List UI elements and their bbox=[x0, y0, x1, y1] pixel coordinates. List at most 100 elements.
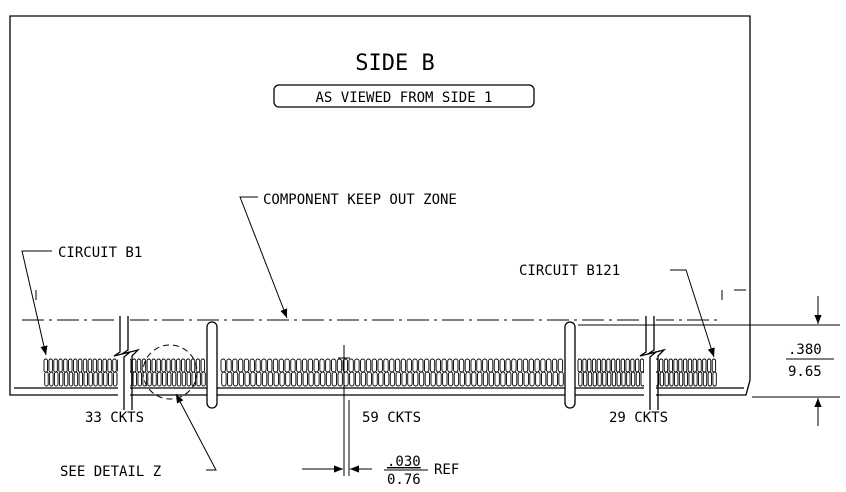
contact-pad-row1-11 bbox=[92, 358, 98, 373]
contact-pad-row1-50 bbox=[313, 358, 319, 373]
contact-pad-row1-94 bbox=[582, 358, 587, 373]
contact-pad-row1-88 bbox=[534, 358, 540, 373]
contact-pad-row2-36 bbox=[232, 371, 239, 387]
contact-pad-row1-86 bbox=[522, 358, 529, 373]
center-line bbox=[338, 345, 350, 476]
key-slot-left bbox=[206, 321, 218, 409]
circuit-b1-label: CIRCUIT B1 bbox=[58, 245, 142, 261]
circuit-b121-leader bbox=[670, 269, 715, 358]
contact-pad-row2-2 bbox=[49, 371, 54, 387]
contact-pad-row2-34 bbox=[221, 371, 227, 387]
contact-pad-row2-5 bbox=[63, 371, 69, 387]
contact-pad-row1-96 bbox=[591, 358, 597, 373]
contact-pad-row1-20 bbox=[136, 358, 142, 373]
contact-pad-row1-41 bbox=[261, 358, 267, 373]
contact-pad-row1-35 bbox=[226, 358, 232, 373]
contact-pad-row1-23 bbox=[151, 358, 156, 373]
contact-pad-row1-74 bbox=[453, 358, 459, 373]
contact-pad-row2-11 bbox=[93, 371, 98, 387]
contact-pad-row2-44 bbox=[279, 371, 285, 387]
contact-pad-row1-93 bbox=[577, 358, 582, 373]
contact-pad-row2-90 bbox=[546, 371, 553, 387]
contact-pad-row1-44 bbox=[278, 358, 285, 373]
contact-pad-row1-84 bbox=[511, 358, 517, 373]
contact-pad-row2-100 bbox=[611, 371, 617, 387]
contact-pad-row2-118 bbox=[698, 371, 703, 387]
contact-pad-row1-10 bbox=[87, 358, 93, 373]
contact-pad-row2-82 bbox=[500, 371, 506, 387]
contact-pad-row2-3 bbox=[54, 371, 59, 387]
contact-pad-row2-71 bbox=[436, 371, 442, 387]
contact-pad-row2-72 bbox=[442, 371, 448, 387]
contact-pad-row2-66 bbox=[407, 371, 413, 387]
contact-pad-row1-2 bbox=[48, 358, 53, 373]
contact-pad-row1-7 bbox=[72, 358, 78, 373]
contact-pad-row2-84 bbox=[511, 371, 518, 387]
contact-pad-row2-76 bbox=[465, 371, 471, 387]
contact-pad-row2-67 bbox=[413, 371, 419, 387]
contact-pad-row2-57 bbox=[354, 371, 361, 387]
contact-pad-row1-63 bbox=[389, 358, 395, 373]
contact-pad-row2-46 bbox=[291, 371, 297, 387]
contact-pad-row2-40 bbox=[256, 371, 262, 387]
contact-pad-row2-96 bbox=[592, 371, 597, 387]
contact-pad-row1-27 bbox=[171, 358, 176, 373]
contact-pad-row1-97 bbox=[596, 358, 602, 373]
keepout-label: COMPONENT KEEP OUT ZONE bbox=[263, 192, 457, 208]
contact-pad-row2-78 bbox=[477, 371, 483, 387]
contact-pad-row2-22 bbox=[147, 371, 152, 387]
contact-pad-row2-83 bbox=[506, 371, 512, 387]
segment-label-3: 29 CKTS bbox=[609, 410, 668, 426]
contact-pad-row2-24 bbox=[157, 371, 162, 387]
contact-pad-row2-56 bbox=[349, 371, 355, 387]
circuit-b121-label: CIRCUIT B121 bbox=[519, 263, 620, 279]
contact-pad-row2-60 bbox=[372, 371, 378, 387]
contact-pad-row1-13 bbox=[102, 358, 107, 373]
contact-pad-row2-21 bbox=[142, 371, 147, 387]
contact-pad-row1-33 bbox=[200, 358, 206, 373]
contact-pad-row2-94 bbox=[583, 371, 588, 387]
contact-pad-row1-25 bbox=[161, 358, 166, 373]
contact-pad-row2-119 bbox=[702, 371, 708, 387]
contact-pad-row1-100 bbox=[611, 358, 616, 373]
contact-pad-row2-37 bbox=[238, 371, 244, 387]
contact-pad-row1-83 bbox=[505, 358, 511, 373]
contact-pad-row1-62 bbox=[383, 358, 389, 373]
contact-pad-row2-95 bbox=[587, 371, 593, 387]
contact-pad-row1-98 bbox=[601, 358, 606, 373]
contact-pad-row1-113 bbox=[673, 358, 678, 373]
contact-pad-row2-74 bbox=[453, 371, 460, 387]
contact-pad-row1-3 bbox=[53, 358, 58, 373]
contact-pad-row2-113 bbox=[674, 371, 679, 387]
contact-pad-row2-80 bbox=[488, 371, 494, 387]
contact-pad-row2-58 bbox=[360, 371, 367, 387]
contact-pad-row2-85 bbox=[517, 371, 524, 387]
contact-pad-row2-52 bbox=[325, 371, 332, 387]
contact-pad-row2-89 bbox=[541, 371, 547, 387]
contact-pad-row2-7 bbox=[73, 371, 79, 387]
contact-pad-row2-12 bbox=[98, 371, 103, 387]
contact-pad-row2-110 bbox=[659, 371, 665, 387]
contact-pad-row1-112 bbox=[668, 358, 673, 373]
contact-pad-row1-42 bbox=[267, 358, 273, 373]
contact-pad-row1-58 bbox=[360, 358, 366, 373]
contact-pad-row1-40 bbox=[255, 358, 261, 373]
contact-pad-row1-70 bbox=[429, 358, 436, 373]
contact-pad-row1-78 bbox=[476, 358, 482, 373]
contact-pad-row1-68 bbox=[418, 358, 424, 373]
contact-pad-row2-65 bbox=[401, 371, 407, 387]
contact-pad-row2-101 bbox=[616, 371, 621, 387]
contact-pad-row2-45 bbox=[285, 371, 291, 387]
keepout-leader bbox=[239, 196, 288, 319]
contact-pad-row1-65 bbox=[400, 358, 407, 373]
contact-pad-row1-77 bbox=[470, 358, 476, 373]
contact-pad-row2-111 bbox=[664, 371, 669, 387]
contact-pad-row1-104 bbox=[630, 358, 635, 373]
contact-pad-row1-1 bbox=[43, 358, 48, 373]
contact-pad-row2-49 bbox=[308, 371, 314, 387]
contact-pad-row1-103 bbox=[625, 358, 630, 373]
contact-pad-row2-19 bbox=[132, 371, 138, 387]
contact-pad-row2-43 bbox=[273, 371, 279, 387]
contact-pad-row2-1 bbox=[44, 371, 49, 387]
circuit-b1-leader bbox=[21, 250, 52, 356]
